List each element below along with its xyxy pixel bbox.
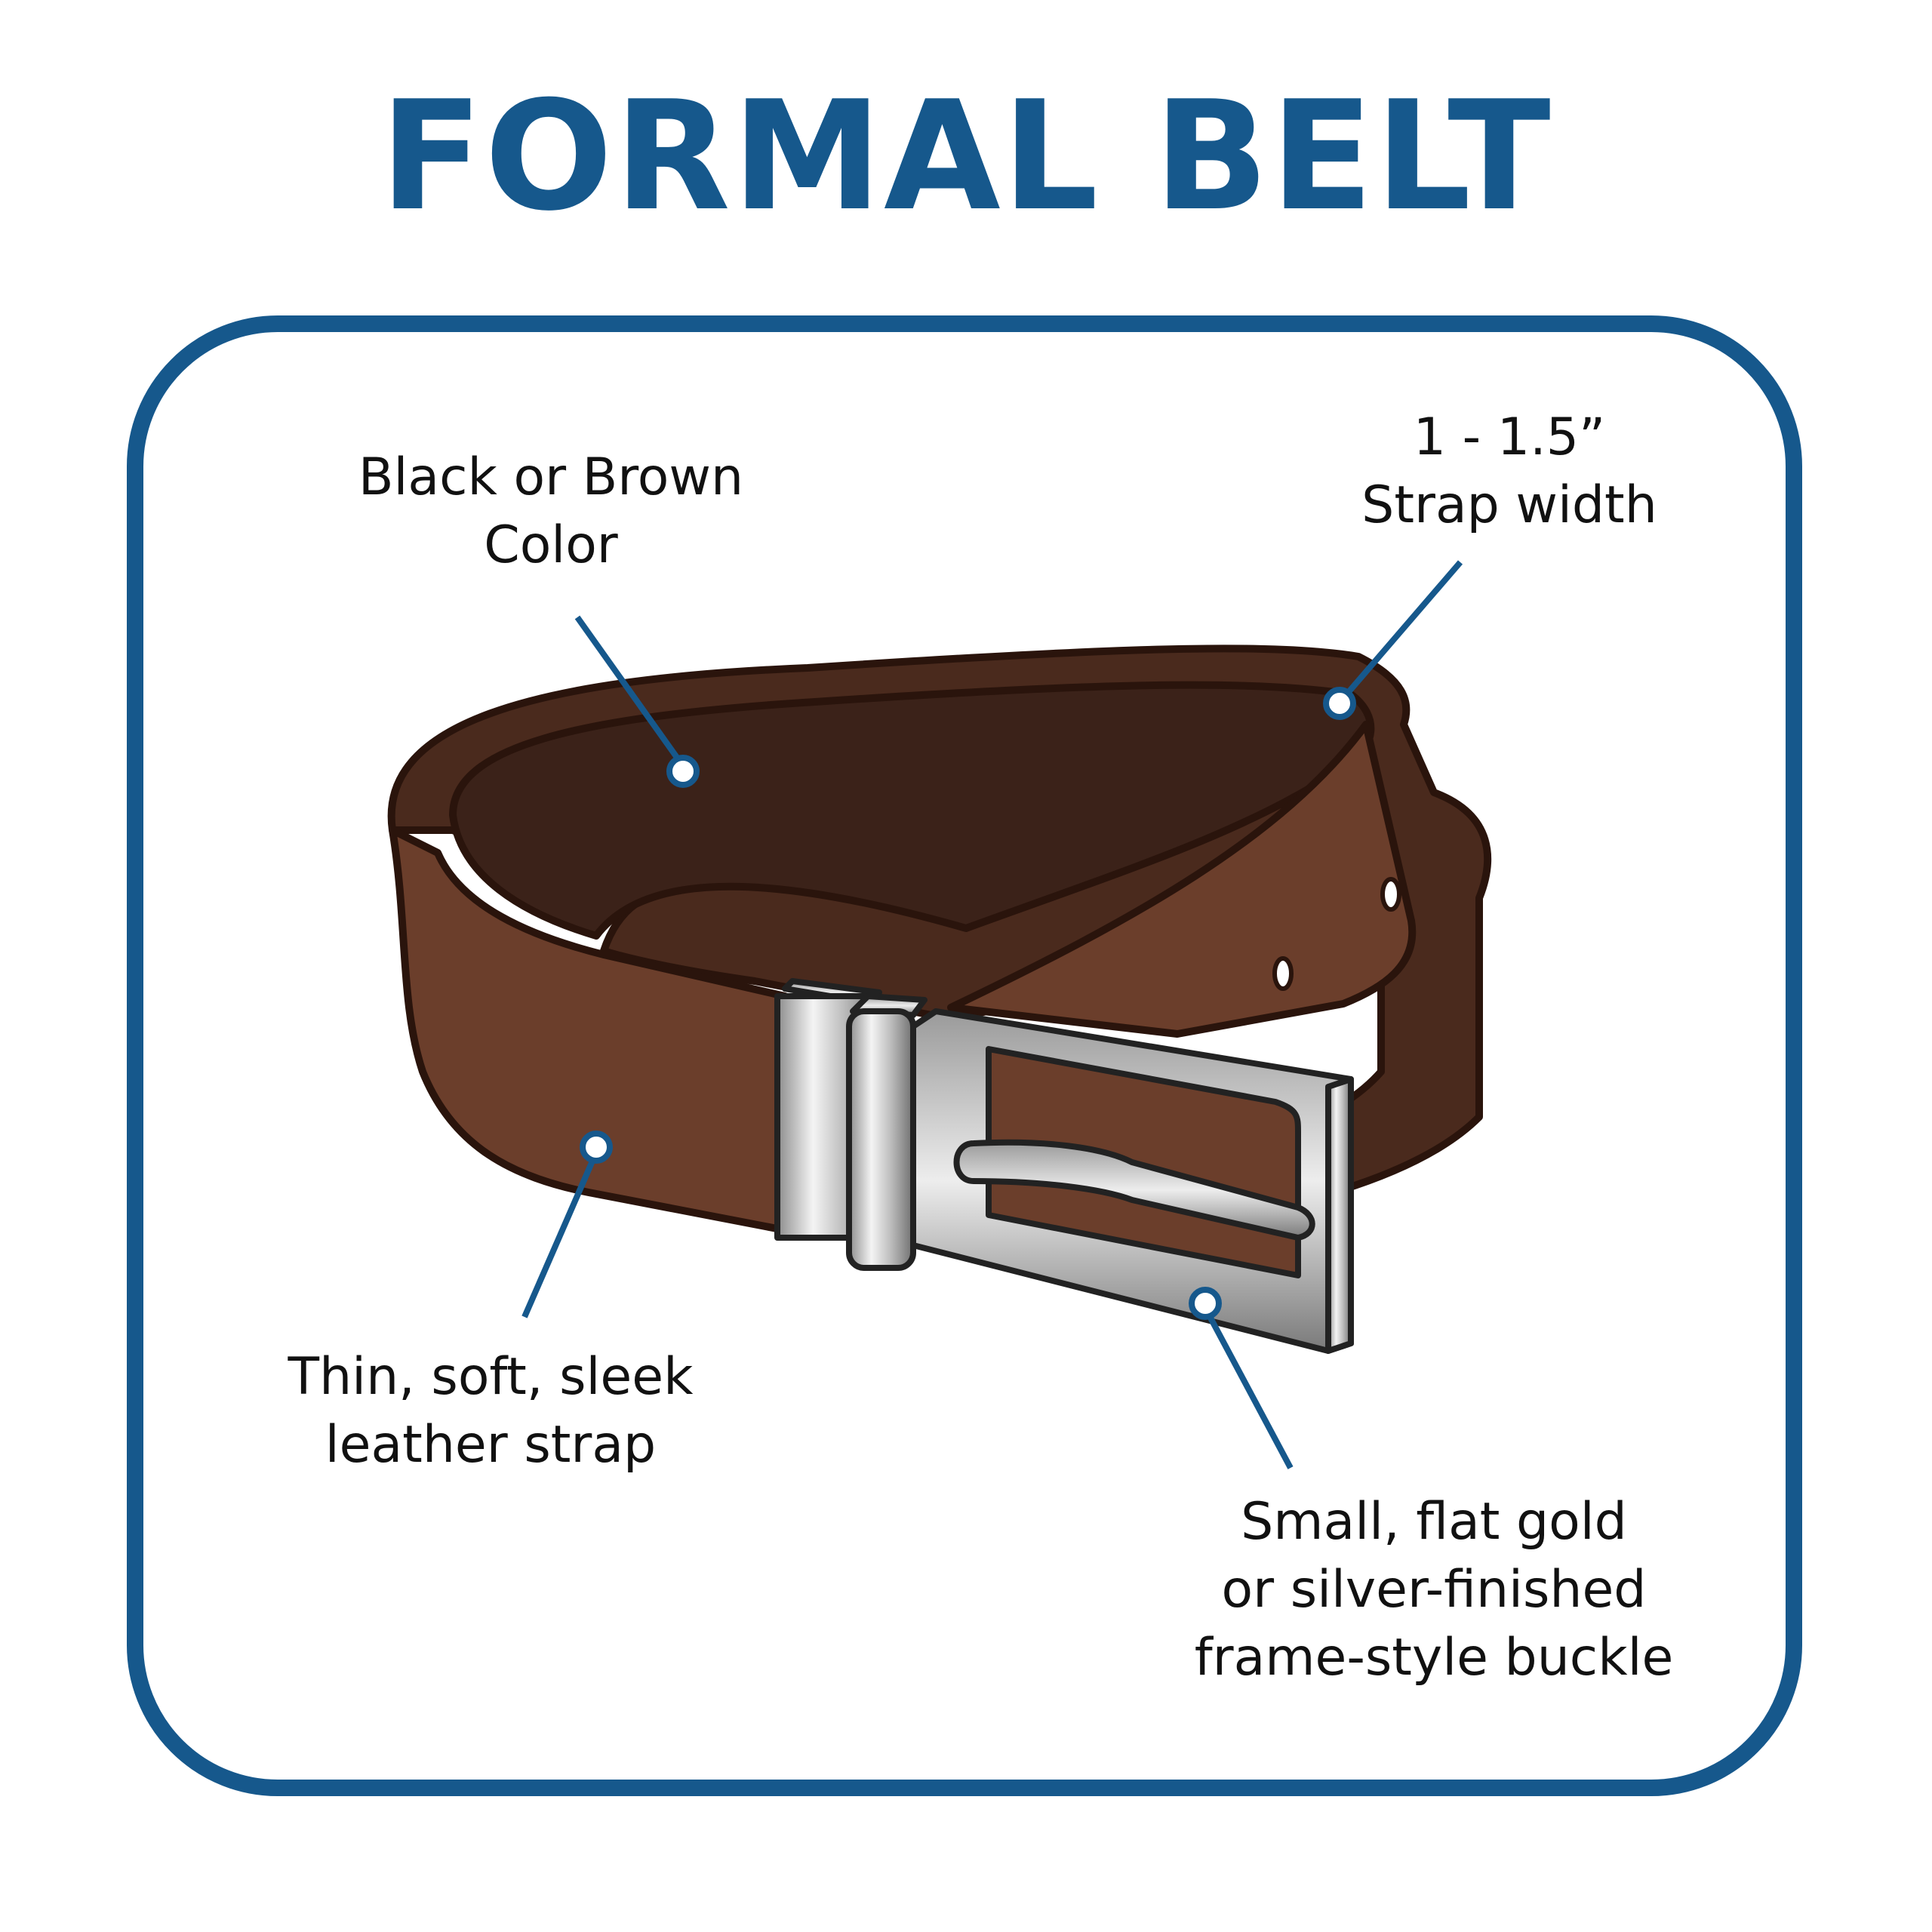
- callout-lines: [521, 560, 1463, 1469]
- callout-strap-width: 1 - 1.5” Strap width: [1321, 404, 1698, 540]
- callout-line-strap-width: [1340, 560, 1463, 700]
- callout-strap: Thin, soft, sleek leather strap: [257, 1343, 724, 1479]
- belt-strap-tail: [947, 721, 1417, 1038]
- callout-dot-buckle: [1189, 1287, 1222, 1320]
- callout-dot-strap-width: [1323, 687, 1356, 720]
- callout-strap-width-line1: 1 - 1.5”: [1413, 408, 1606, 467]
- callout-color-line2: Color: [484, 515, 618, 575]
- callout-buckle: Small, flat gold or silver-finished fram…: [1132, 1488, 1736, 1692]
- buckle-side: [1325, 1076, 1354, 1354]
- belt-hole: [1380, 877, 1401, 912]
- callout-strap-line1: Thin, soft, sleek: [288, 1347, 694, 1407]
- diagram-frame: [127, 315, 1802, 1796]
- callout-color-line1: Black or Brown: [358, 448, 744, 507]
- callout-strap-width-line2: Strap width: [1361, 475, 1657, 535]
- callout-color: Black or Brown Color: [325, 444, 777, 580]
- callout-dot-strap: [580, 1131, 613, 1164]
- callout-strap-line2: leather strap: [325, 1415, 657, 1475]
- buckle-prong: [953, 1139, 1315, 1241]
- callout-dot-color: [666, 755, 700, 788]
- page-title: FORMAL BELT: [380, 69, 1552, 245]
- callout-buckle-line2: or silver-finished: [1221, 1560, 1647, 1620]
- belt-strap: [387, 645, 1492, 1234]
- callout-line-strap: [521, 1151, 599, 1318]
- belt-hole: [1272, 956, 1294, 991]
- callout-line-buckle: [1203, 1308, 1294, 1469]
- buckle-keeper: [846, 1008, 916, 1271]
- callout-buckle-line3: frame-style buckle: [1194, 1628, 1674, 1687]
- belt-strap-front: [389, 826, 789, 1234]
- callout-line-color: [574, 615, 686, 768]
- belt-buckle: [774, 978, 1354, 1354]
- callout-buckle-line1: Small, flat gold: [1241, 1492, 1627, 1552]
